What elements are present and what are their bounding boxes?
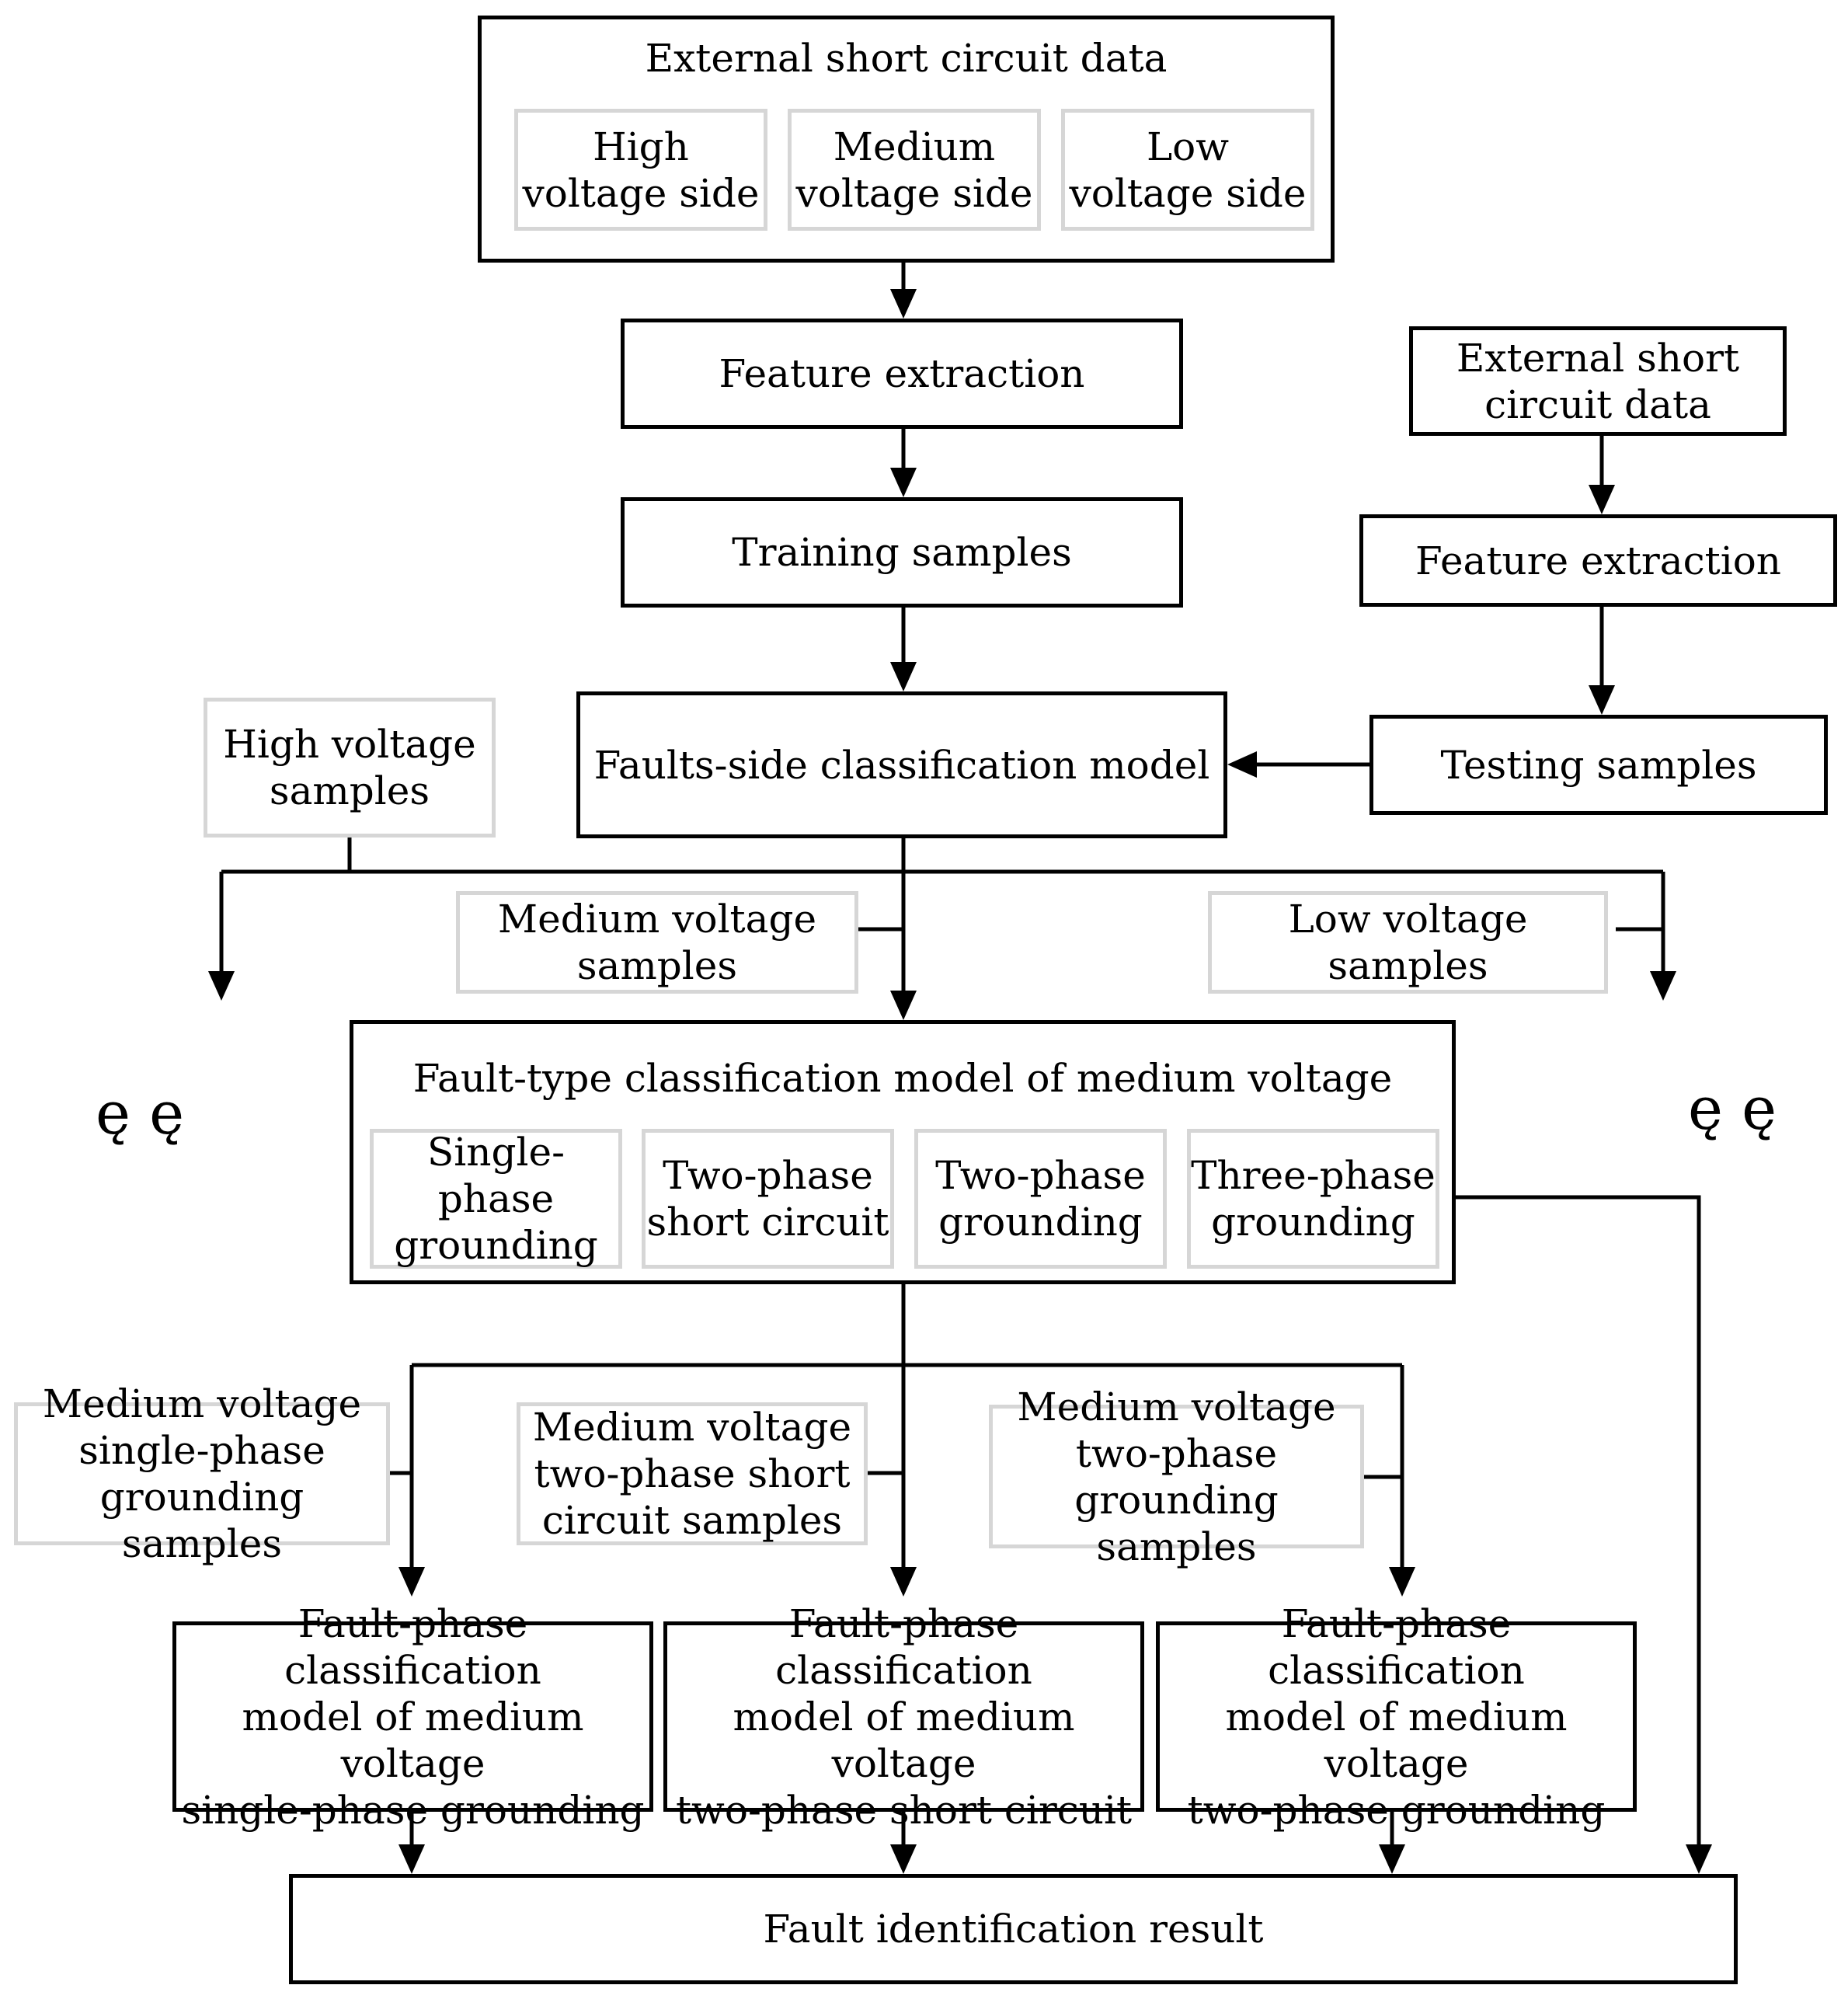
external-data-title: External short circuit data <box>645 36 1168 81</box>
testing-samples-box: Testing samples <box>1369 715 1828 815</box>
single-phase-grounding-tag: Single-phase grounding <box>370 1129 622 1269</box>
low-voltage-samples-tag: Low voltage samples <box>1208 891 1608 994</box>
medium-voltage-samples-tag: Medium voltage samples <box>456 891 858 994</box>
training-samples-box: Training samples <box>621 497 1183 608</box>
arrowhead-data-to-feature <box>890 289 917 319</box>
ellipsis-left-glyphs: ę ę <box>95 1078 185 1147</box>
two-phase-short-circuit-samples-tag: Medium voltage two-phase short circuit s… <box>517 1402 868 1545</box>
single-phase-grounding-model-box: Fault-phase classification model of medi… <box>172 1601 653 1833</box>
fault-type-model-box: Fault-type classification model of mediu… <box>350 1020 1456 1284</box>
two-phase-short-circuit-tag: Two-phase short circuit <box>642 1129 894 1269</box>
single-phase-grounding-samples-tag: Medium voltage single-phase grounding sa… <box>14 1381 390 1566</box>
medium-voltage-side-tag: Medium voltage side <box>788 109 1041 231</box>
arrowhead-high-branch <box>208 971 235 1001</box>
two-phase-grounding-model-box: Fault-phase classification model of medi… <box>1156 1601 1637 1833</box>
line-three-phase-to-result <box>1441 1195 1701 1844</box>
arrowhead-ground-to-result <box>1379 1844 1405 1874</box>
faults-side-model-box: Faults-side classification model <box>576 691 1227 838</box>
arrowhead-short-to-result <box>890 1844 917 1874</box>
high-voltage-samples-tag: High voltage samples <box>204 698 496 838</box>
two-phase-grounding-tag: Two-phase grounding <box>914 1129 1167 1269</box>
arrowhead-phase-left <box>398 1567 425 1597</box>
arrowhead-phase-middle <box>890 1567 917 1597</box>
feature-extraction-test-box: Feature extraction <box>1359 514 1837 607</box>
fault-type-model-title: Fault-type classification model of mediu… <box>412 1056 1393 1101</box>
feature-extraction-box: Feature extraction <box>621 319 1183 429</box>
arrowhead-single-to-result <box>398 1844 425 1874</box>
two-phase-short-circuit-model-box: Fault-phase classification model of medi… <box>663 1601 1144 1833</box>
arrowhead-to-fault-type <box>890 991 917 1020</box>
arrowhead-low-branch <box>1650 971 1676 1001</box>
ellipsis-right-glyphs: ę ę <box>1687 1074 1777 1143</box>
arrowhead-three-phase-to-result <box>1686 1844 1712 1874</box>
high-voltage-side-tag: High voltage side <box>514 109 767 231</box>
low-voltage-side-tag: Low voltage side <box>1061 109 1314 231</box>
arrowhead-training-to-model <box>890 662 917 691</box>
arrowhead-testing-to-model <box>1227 751 1257 778</box>
arrowhead-feature-to-training <box>890 468 917 497</box>
external-data-box: External short circuit data High voltage… <box>478 16 1335 263</box>
arrowhead-ext-to-feature-right <box>1589 485 1615 514</box>
three-phase-grounding-tag: Three-phase grounding <box>1187 1129 1439 1269</box>
arrowhead-phase-right <box>1389 1567 1415 1597</box>
external-data-test-box: External short circuit data <box>1409 326 1787 436</box>
arrowhead-feature-to-testing <box>1589 685 1615 715</box>
two-phase-grounding-samples-tag: Medium voltage two-phase grounding sampl… <box>989 1384 1364 1569</box>
fault-identification-result-box: Fault identification result <box>289 1874 1738 1984</box>
